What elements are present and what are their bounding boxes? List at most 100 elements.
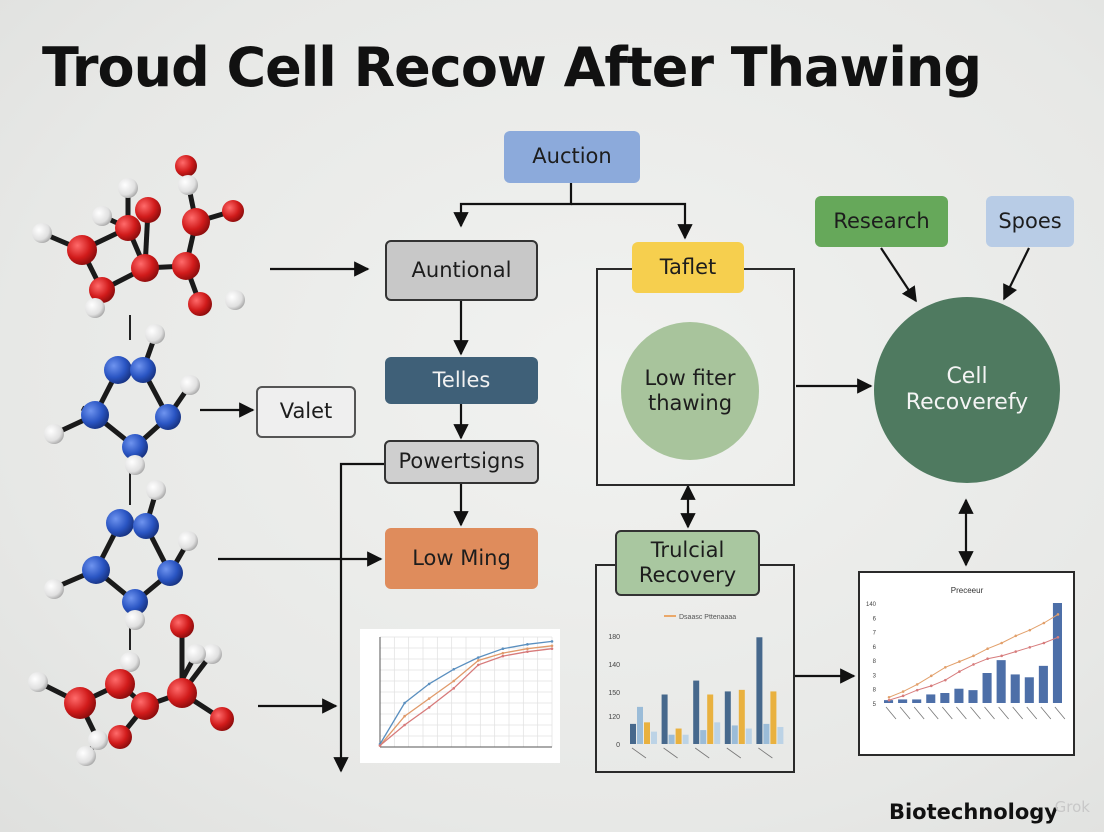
data-point: [427, 697, 431, 700]
y-tick-label: 8: [873, 688, 877, 694]
y-tick-label: 8: [873, 659, 877, 665]
bar: [1038, 665, 1048, 703]
x-tick-label: [885, 706, 897, 720]
data-point: [550, 647, 554, 651]
molecule-2: [44, 324, 200, 475]
low-ming-box[interactable]: Low Ming: [385, 528, 538, 589]
x-tick-label: [663, 747, 678, 759]
bar: [707, 694, 714, 744]
bar: [1052, 603, 1062, 703]
data-point: [887, 695, 891, 699]
data-point: [1056, 613, 1060, 616]
y-tick-label: 150: [608, 690, 620, 697]
bar: [731, 725, 738, 744]
bar: [777, 726, 784, 744]
bar: [763, 723, 770, 744]
telles-box[interactable]: Telles: [385, 357, 538, 404]
valet-box[interactable]: Valet: [256, 386, 356, 438]
y-tick-label: 3: [873, 673, 877, 679]
watermark: Grok: [1054, 798, 1090, 816]
bar: [661, 694, 668, 744]
data-point: [1056, 635, 1060, 639]
data-point: [958, 670, 961, 673]
x-tick-label: [694, 747, 710, 759]
x-tick-label: [998, 706, 1009, 720]
bar: [912, 699, 922, 703]
data-point: [929, 684, 933, 688]
data-point: [501, 647, 505, 651]
data-point: [403, 723, 406, 727]
data-point: [378, 744, 382, 747]
x-tick-label: [726, 747, 742, 759]
x-tick-label: [631, 747, 647, 759]
y-tick-label: 6: [873, 645, 877, 651]
cell-recovery-circle[interactable]: Cell Recoverefy: [874, 297, 1060, 483]
x-tick-label: [942, 706, 953, 720]
data-point: [915, 688, 919, 692]
data-point: [427, 706, 431, 709]
data-point: [1000, 641, 1003, 645]
bar: [745, 728, 752, 744]
data-point: [1000, 654, 1003, 658]
taflet-box[interactable]: Taflet: [632, 242, 744, 293]
bar: [637, 706, 643, 744]
trulcial-recovery-box[interactable]: Trulcial Recovery: [615, 530, 760, 596]
bar: [954, 688, 964, 703]
data-point: [929, 674, 933, 678]
x-tick-label: [1012, 706, 1023, 720]
data-point: [901, 694, 905, 698]
bar: [700, 730, 707, 744]
x-tick-label: [1054, 706, 1066, 720]
x-tick-label: [913, 706, 925, 720]
low-filter-thawing-circle[interactable]: Low fiter thawing: [621, 322, 759, 460]
auction-box[interactable]: Auction: [504, 131, 640, 183]
bar: [693, 680, 700, 744]
bar: [738, 689, 745, 744]
powertsigns-box[interactable]: Powertsigns: [384, 440, 539, 484]
auntional-box[interactable]: Auntional: [385, 240, 538, 301]
data-point: [1014, 634, 1018, 638]
bar: [1024, 677, 1034, 703]
data-point: [901, 690, 905, 693]
data-point: [476, 663, 480, 667]
data-point: [550, 640, 554, 643]
x-tick-label: [1026, 706, 1038, 720]
y-tick-label: 0: [616, 742, 620, 749]
bar: [644, 722, 650, 744]
molecule-3: [44, 480, 198, 630]
spoes-box[interactable]: Spoes: [986, 196, 1074, 247]
research-box[interactable]: Research: [815, 196, 948, 247]
y-tick-label: 7: [873, 631, 877, 637]
y-tick-label: 120: [608, 714, 620, 721]
bar: [682, 734, 689, 744]
x-tick-label: [1040, 706, 1052, 720]
bar: [630, 723, 636, 744]
y-tick-label: 180: [608, 634, 620, 641]
data-point: [1042, 641, 1046, 645]
series-line-3: [379, 648, 553, 746]
series-line-2: [379, 640, 553, 745]
bar: [926, 694, 936, 703]
bar: [724, 691, 731, 744]
legend-label: Dsaasc Pttenaaaa: [679, 614, 736, 621]
molecule-4: [28, 614, 234, 766]
bar: [668, 734, 675, 744]
x-tick-label: [758, 747, 773, 759]
data-point: [944, 678, 947, 682]
data-point: [526, 643, 529, 646]
mixed-chart-frame: [858, 571, 1075, 756]
data-point: [452, 687, 456, 690]
bar: [982, 673, 992, 703]
y-tick-label: 6: [873, 616, 877, 622]
data-point: [887, 698, 891, 702]
data-point: [501, 651, 505, 655]
x-tick-label: [899, 706, 911, 720]
chart-title: Preceeur: [951, 586, 984, 595]
data-point: [972, 663, 975, 666]
line-chart: [360, 629, 560, 763]
bar: [675, 728, 682, 744]
data-point: [986, 647, 989, 651]
